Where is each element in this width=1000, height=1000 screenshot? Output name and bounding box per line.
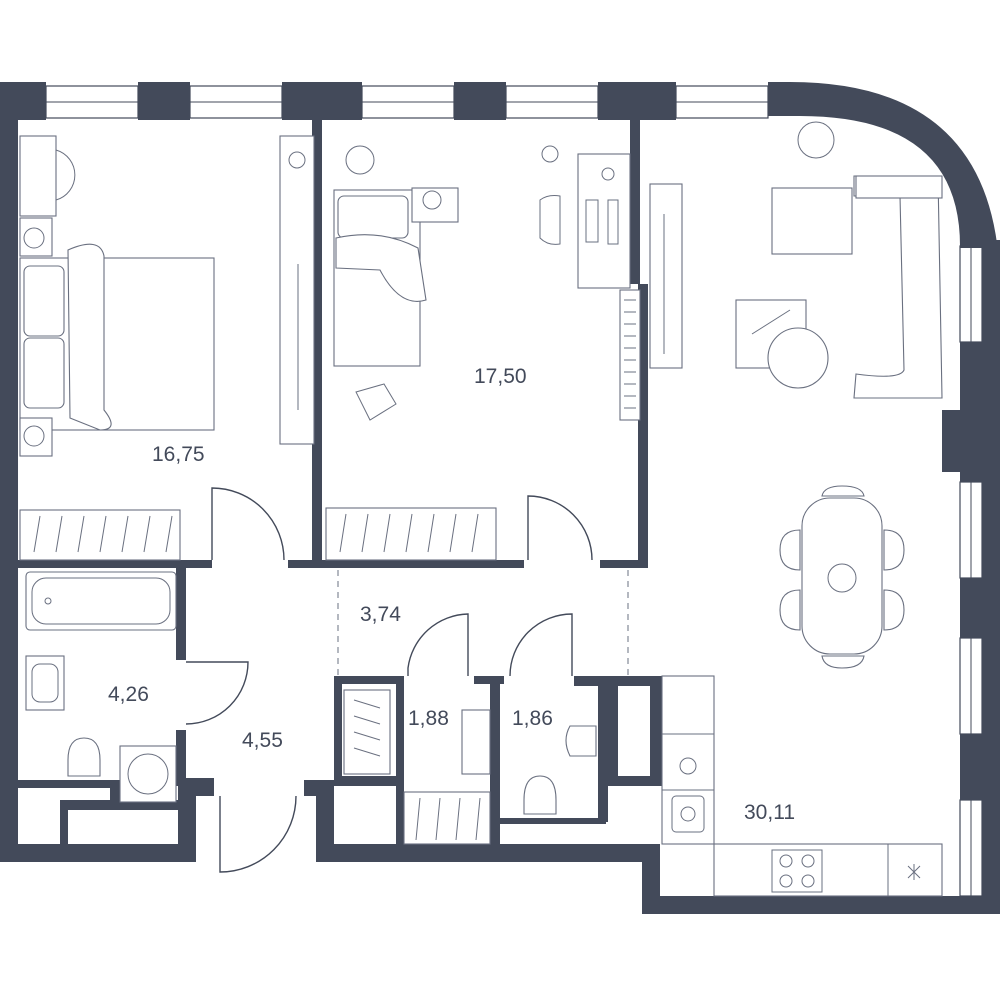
area-label-bedroom-2: 17,50 (474, 365, 527, 388)
bathroom-fixtures (25, 571, 597, 845)
area-label-bedroom-1: 16,75 (152, 443, 205, 466)
bedroom-1-furniture (19, 135, 315, 561)
right-windows (959, 245, 983, 897)
doors (185, 487, 593, 873)
area-label-wc: 1,86 (512, 707, 553, 730)
top-windows (45, 85, 769, 119)
area-label-entrance-hall: 4,55 (242, 729, 283, 752)
area-label-bathroom: 4,26 (108, 683, 149, 706)
walls (0, 82, 1000, 914)
living-kitchen-furniture (649, 121, 943, 897)
bedroom-2-furniture (325, 145, 641, 561)
area-label-living-kitchen: 30,11 (744, 801, 795, 824)
area-label-storage: 1,88 (408, 707, 449, 730)
area-label-hallway: 3,74 (360, 603, 401, 626)
zone-lines (337, 570, 629, 676)
